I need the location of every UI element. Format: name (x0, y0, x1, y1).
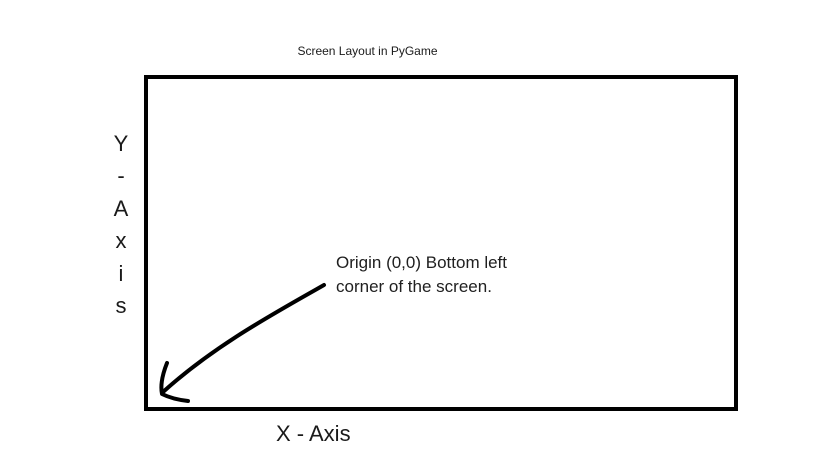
diagram-title: Screen Layout in PyGame (297, 44, 438, 58)
y-axis-character: A (113, 195, 129, 221)
y-axis-character: i (118, 260, 124, 286)
y-axis-character: Y (113, 131, 129, 156)
y-axis-character: - (117, 163, 125, 189)
origin-annotation-line-2: corner of the screen. (336, 277, 492, 296)
origin-annotation-line-1: Origin (0,0) Bottom left (336, 253, 508, 272)
origin-annotation: Origin (0,0) Bottom left corner of the s… (336, 251, 566, 299)
y-axis-character: s (115, 292, 127, 318)
y-axis-character: x (115, 228, 127, 254)
x-axis-label: X - Axis (276, 421, 351, 446)
screen-rectangle (144, 75, 738, 411)
